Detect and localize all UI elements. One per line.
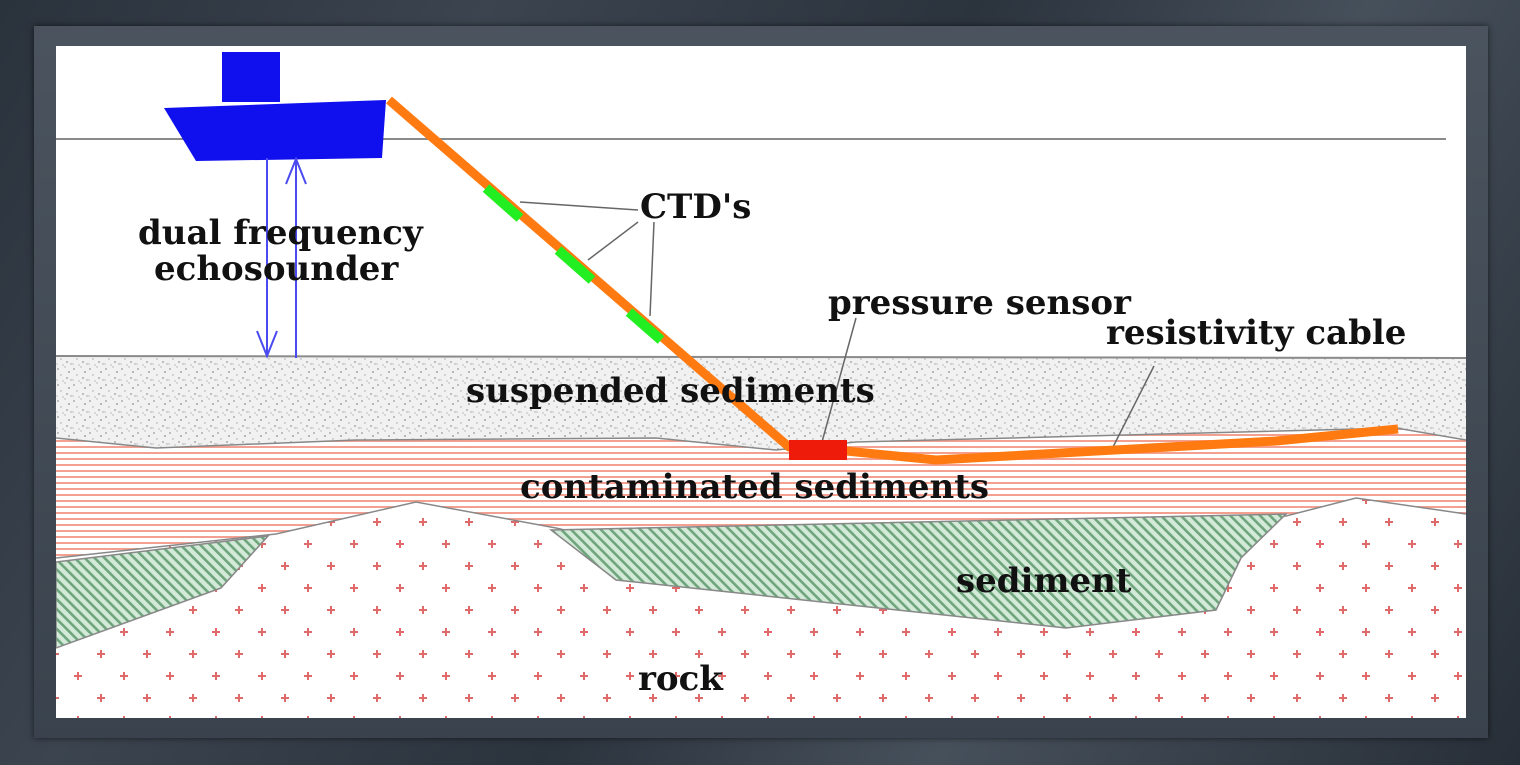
ctd-sensor-icon (482, 184, 524, 222)
pressure-sensor-icon (789, 440, 847, 460)
sediment-pocket-right (548, 513, 1288, 629)
echosounder-label-line2: echosounder (154, 249, 399, 289)
sediment-pocket-left (56, 535, 270, 649)
suspended-sediments-top-line (56, 355, 1466, 359)
resistivity-cable-label: resistivity cable (1106, 313, 1406, 353)
resistivity-cable-pointer (1111, 365, 1155, 450)
survey-cable (386, 96, 1399, 465)
ctd-sensor-icon (554, 246, 596, 284)
pressure-sensor-pointer (821, 317, 857, 443)
contaminated-sediments-top-line (56, 427, 1466, 451)
diagram-canvas: dual frequency echosounder CTD's pressur… (56, 46, 1466, 718)
ctd-pointer-lines (519, 201, 655, 317)
survey-diagram: dual frequency echosounder CTD's pressur… (56, 52, 1466, 718)
sediment-label: sediment (956, 561, 1132, 601)
suspended-sediments-label: suspended sediments (466, 371, 875, 411)
contaminated-sediments-label: contaminated sediments (520, 467, 989, 507)
pressure-sensor-label: pressure sensor (828, 283, 1132, 323)
ctd-sensor-icon (625, 308, 665, 344)
echosounder-arrows (256, 156, 307, 359)
echosounder-label-line1: dual frequency (138, 213, 424, 253)
ctds-label: CTD's (640, 187, 751, 227)
suspended-sediments-layer (56, 356, 1466, 450)
ship-icon (164, 52, 386, 161)
rock-label: rock (638, 659, 724, 699)
